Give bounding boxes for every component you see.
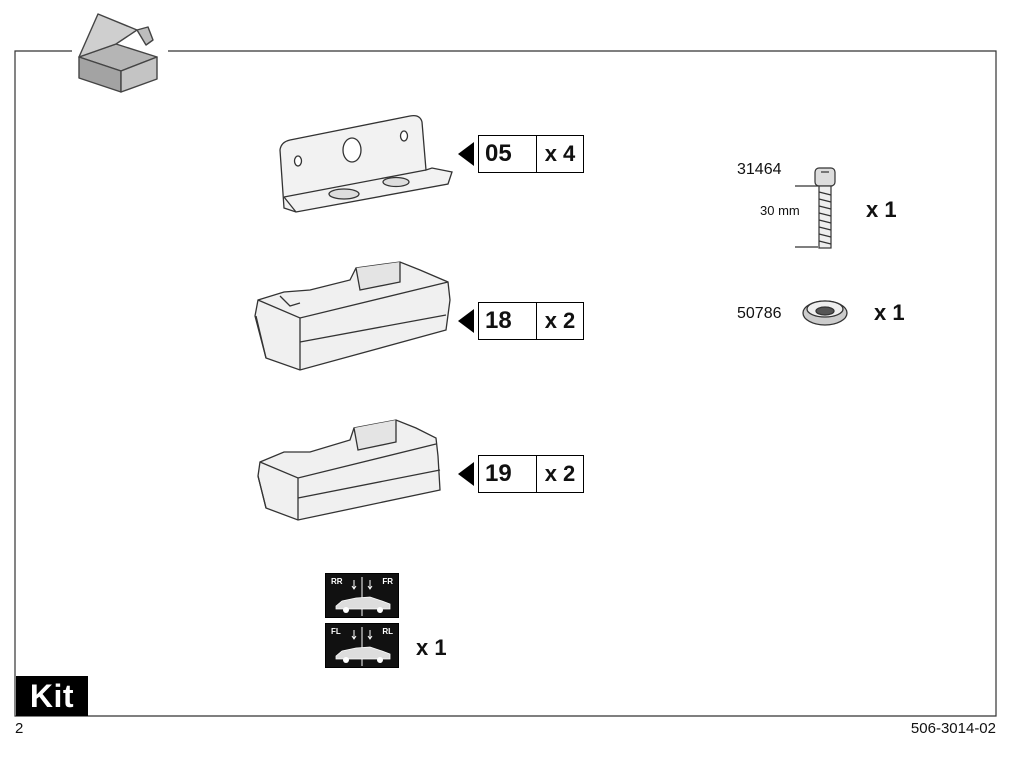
part-label-19: 19 x 2 [458, 455, 584, 493]
sticker-left-label: RR [331, 577, 343, 586]
bolt-qty: x 1 [866, 197, 897, 222]
bolt-part-number: 31464 [737, 161, 782, 178]
sticker-left-label: FL [331, 627, 341, 636]
footpad-18-drawing [254, 261, 451, 371]
arrow-left-icon [458, 462, 474, 486]
bolt-length: 30 mm [760, 203, 800, 218]
part-label-18: 18 x 2 [458, 302, 584, 340]
part-qty: x 2 [544, 308, 576, 333]
footpad-19-drawing [257, 419, 441, 521]
position-sticker-rear: RR FR [325, 573, 399, 618]
kit-badge: Kit [16, 676, 88, 716]
arrow-left-icon [458, 142, 474, 166]
box-icon [78, 13, 158, 93]
arrow-left-icon [458, 309, 474, 333]
sticker-right-label: FR [382, 577, 393, 586]
part-code: 19 [479, 456, 537, 492]
washer-icon [802, 300, 848, 326]
position-sticker-front: FL RL [325, 623, 399, 668]
washer-qty: x 1 [874, 300, 905, 325]
sticker-right-label: RL [382, 627, 393, 636]
bracket-05-drawing [279, 114, 453, 213]
sticker-qty: x 1 [416, 635, 447, 660]
part-label-05: 05 x 4 [458, 135, 584, 173]
page-number: 2 [15, 720, 24, 737]
bolt-icon [795, 167, 836, 249]
car-icon [335, 577, 391, 616]
washer-part-number: 50786 [737, 305, 782, 322]
document-id: 506-3014-02 [910, 720, 996, 737]
part-code: 05 [479, 136, 537, 172]
part-code: 18 [479, 303, 537, 339]
part-qty: x 2 [544, 461, 576, 486]
car-icon [335, 627, 391, 666]
part-qty: x 4 [544, 141, 576, 166]
